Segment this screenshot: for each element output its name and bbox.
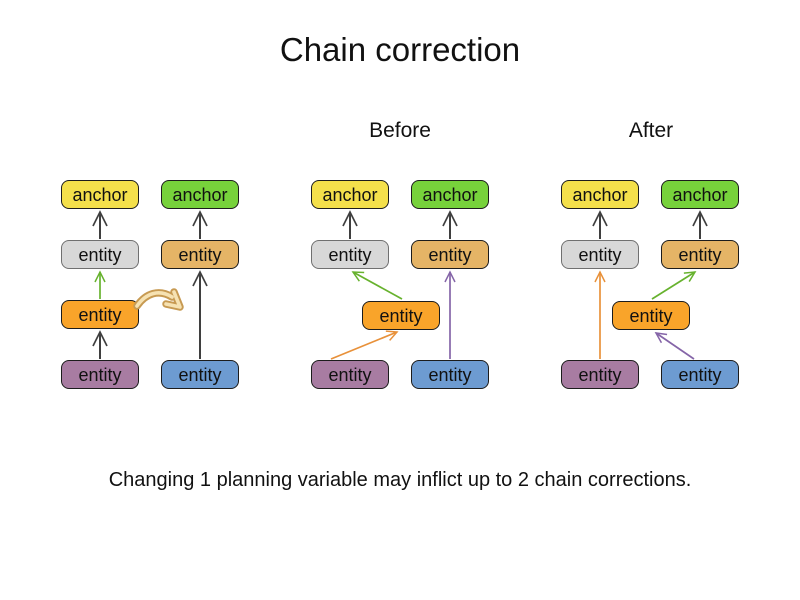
node-initial-e3-entity: entity [61,300,139,329]
node-before-e4-entity: entity [311,360,389,389]
node-initial-e5-entity: entity [161,360,239,389]
page-title: Chain correction [279,31,521,68]
node-after-e4-entity: entity [561,360,639,389]
node-before-e1-entity: entity [311,240,389,269]
node-before-a1-anchor: anchor [311,180,389,209]
label-before: Before [369,119,431,142]
node-before-e2-entity: entity [411,240,489,269]
node-initial-e1-entity: entity [61,240,139,269]
node-after-a1-anchor: anchor [561,180,639,209]
node-after-e5-entity: entity [661,360,739,389]
node-before-e5-entity: entity [411,360,489,389]
label-after: After [628,119,674,142]
node-after-a2-anchor: anchor [661,180,739,209]
node-after-e3-entity: entity [612,301,690,330]
node-initial-e4-entity: entity [61,360,139,389]
node-before-e3-entity: entity [362,301,440,330]
caption: Changing 1 planning variable may inflict… [108,469,692,491]
node-initial-e2-entity: entity [161,240,239,269]
node-after-e1-entity: entity [561,240,639,269]
node-before-a2-anchor: anchor [411,180,489,209]
node-initial-a2-anchor: anchor [161,180,239,209]
node-after-e2-entity: entity [661,240,739,269]
node-initial-a1-anchor: anchor [61,180,139,209]
